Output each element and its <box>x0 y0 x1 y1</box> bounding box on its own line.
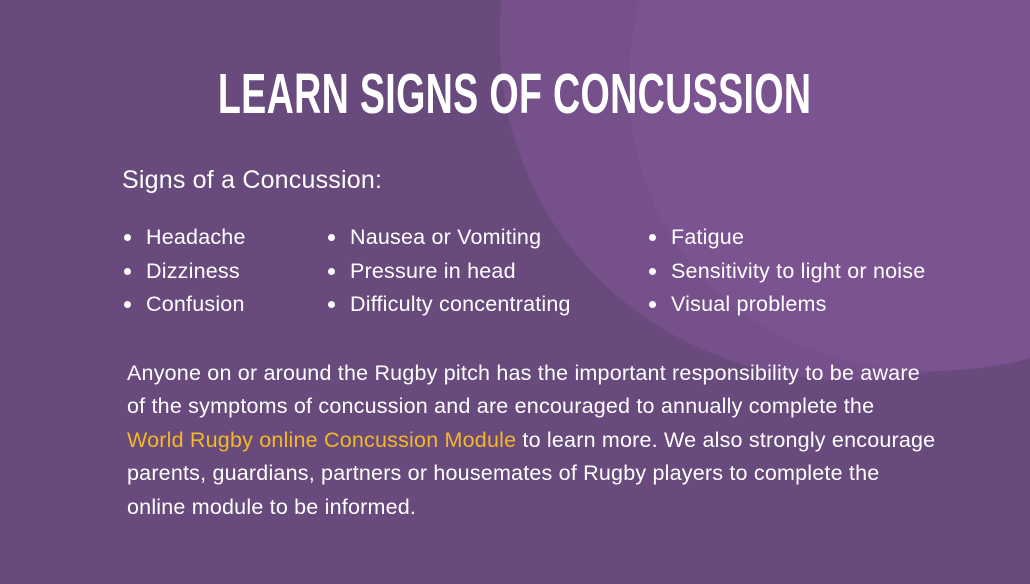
bullet-icon <box>124 267 131 275</box>
bullet-icon <box>649 234 656 242</box>
paragraph-text-after: to learn more. We also strongly encourag… <box>127 427 936 519</box>
section-heading: Signs of a Concussion: <box>122 166 383 194</box>
concussion-module-link[interactable]: World Rugby online Concussion Module <box>127 427 517 452</box>
list-item: Confusion <box>124 288 328 322</box>
list-item: Nausea or Vomiting <box>328 221 649 255</box>
symptom-label: Dizziness <box>146 258 240 283</box>
list-item: Pressure in head <box>328 255 649 289</box>
bullet-icon <box>328 267 335 275</box>
symptom-column-3: Fatigue Sensitivity to light or noise Vi… <box>649 221 925 322</box>
bullet-icon <box>649 301 656 309</box>
symptom-label: Fatigue <box>671 225 745 250</box>
symptom-column-2: Nausea or Vomiting Pressure in head Diff… <box>328 221 649 322</box>
info-paragraph: Anyone on or around the Rugby pitch has … <box>127 357 937 524</box>
symptom-label: Difficulty concentrating <box>350 292 571 317</box>
symptom-label: Pressure in head <box>350 258 516 283</box>
symptom-label: Headache <box>146 225 246 250</box>
list-item: Fatigue <box>649 221 925 255</box>
paragraph-text-before: Anyone on or around the Rugby pitch has … <box>127 361 920 419</box>
bullet-icon <box>328 301 335 309</box>
background-ellipse-light <box>628 0 1030 371</box>
page-title: LEARN SIGNS OF CONCUSSION <box>0 62 1030 128</box>
page-title-text: LEARN SIGNS OF CONCUSSION <box>218 62 812 126</box>
bullet-icon <box>328 234 335 242</box>
bullet-icon <box>649 267 656 275</box>
symptom-label: Nausea or Vomiting <box>350 225 542 250</box>
symptom-list: Headache Dizziness Confusion Nausea or V… <box>124 221 925 322</box>
list-item: Dizziness <box>124 255 328 289</box>
list-item: Difficulty concentrating <box>328 288 649 322</box>
list-item: Sensitivity to light or noise <box>649 255 925 289</box>
list-item: Headache <box>124 221 328 255</box>
symptom-column-1: Headache Dizziness Confusion <box>124 221 328 322</box>
symptom-label: Visual problems <box>671 292 827 317</box>
symptom-label: Confusion <box>146 292 245 317</box>
bullet-icon <box>124 234 131 242</box>
symptom-label: Sensitivity to light or noise <box>671 258 926 283</box>
bullet-icon <box>124 301 131 309</box>
list-item: Visual problems <box>649 288 925 322</box>
